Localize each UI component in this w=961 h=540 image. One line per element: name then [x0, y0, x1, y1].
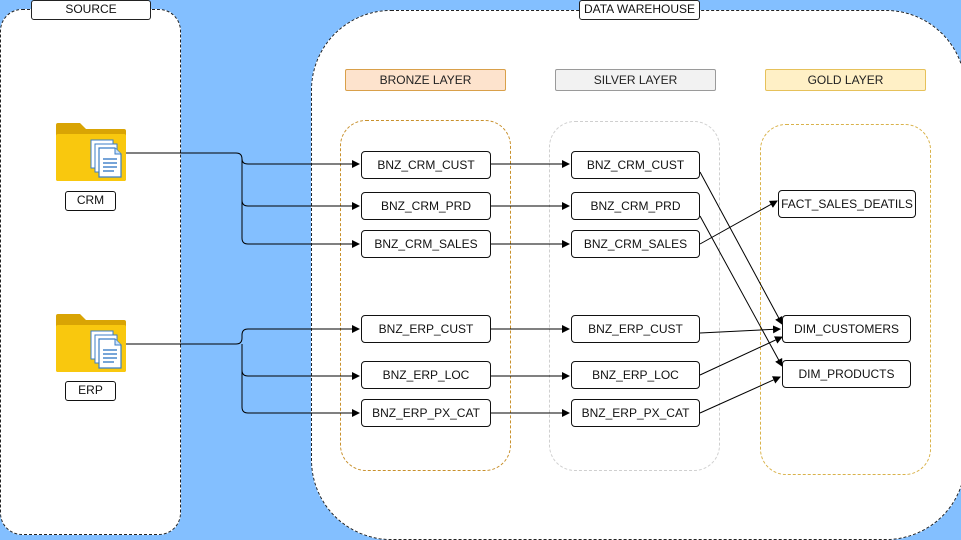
silver-crm-sales-node[interactable]: BNZ_CRM_SALES — [571, 230, 700, 258]
erp-to-bronze-cust-edge — [125, 325, 360, 345]
source-panel — [0, 9, 181, 535]
bronze-erp-cust-node[interactable]: BNZ_ERP_CUST — [361, 315, 491, 343]
gold-dim-products-node[interactable]: DIM_PRODUCTS — [782, 360, 911, 388]
silver-crm-prd-node[interactable]: BNZ_CRM_PRD — [571, 192, 700, 220]
data-warehouse-panel-title: DATA WAREHOUSE — [579, 0, 700, 20]
crm-to-bronze-prd-edge — [241, 159, 360, 210]
silver-erp-loc-to-dim-customers-edge — [699, 336, 783, 376]
silver-erp-loc-node[interactable]: BNZ_ERP_LOC — [571, 361, 700, 389]
gold-layer-group — [760, 124, 931, 475]
bronze-layer-header: BRONZE LAYER — [345, 69, 506, 91]
bronze-crm-sales-node[interactable]: BNZ_CRM_SALES — [361, 230, 491, 258]
silver-erp-px-cat-to-dim-products-edge — [699, 376, 781, 414]
bronze-crm-prd-node[interactable]: BNZ_CRM_PRD — [361, 192, 491, 220]
bronze-layer-group — [340, 120, 511, 471]
gold-fact-sales-details-node[interactable]: FACT_SALES_DEATILS — [778, 190, 916, 218]
silver-erp-px-cat-node[interactable]: BNZ_ERP_PX_CAT — [571, 399, 700, 427]
silver-layer-header: SILVER LAYER — [555, 69, 716, 91]
silver-crm-cust-to-dim-customers-edge — [699, 171, 783, 325]
silver-erp-cust-node[interactable]: BNZ_ERP_CUST — [571, 315, 700, 343]
erp-to-bronze-px-cat-edge — [241, 370, 360, 417]
bronze-erp-px-cat-node[interactable]: BNZ_ERP_PX_CAT — [361, 399, 491, 427]
crm-source-label: CRM — [65, 191, 116, 211]
gold-layer-header: GOLD LAYER — [765, 69, 926, 91]
bronze-crm-cust-node[interactable]: BNZ_CRM_CUST — [361, 151, 491, 179]
crm-folder-icon — [56, 123, 126, 181]
erp-source-label: ERP — [65, 381, 116, 401]
erp-to-bronze-loc-edge — [241, 344, 360, 380]
erp-folder-icon — [56, 314, 126, 372]
data-warehouse-panel — [311, 10, 961, 540]
silver-layer-group — [549, 121, 720, 471]
bronze-erp-loc-node[interactable]: BNZ_ERP_LOC — [361, 361, 491, 389]
silver-crm-cust-node[interactable]: BNZ_CRM_CUST — [571, 151, 700, 179]
silver-erp-cust-to-dim-customers-edge — [699, 325, 781, 334]
gold-dim-customers-node[interactable]: DIM_CUSTOMERS — [782, 315, 911, 343]
silver-crm-prd-to-dim-products-edge — [699, 215, 783, 367]
source-panel-title: SOURCE — [31, 0, 151, 20]
silver-crm-sales-to-fact-sales-edge — [699, 200, 778, 245]
crm-to-bronze-sales-edge — [241, 200, 360, 248]
